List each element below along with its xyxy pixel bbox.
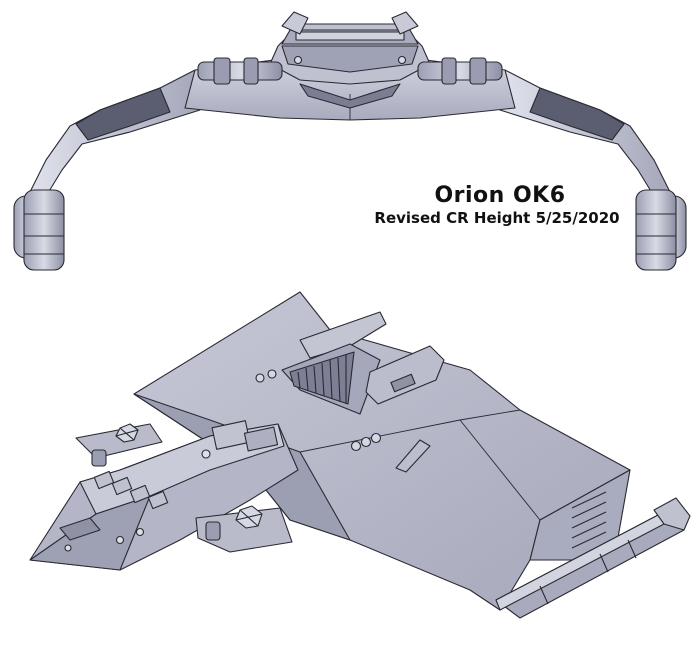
model-title: Orion OK6 [434, 183, 566, 208]
front-right-nacelle [635, 189, 687, 271]
forward-left-wing [75, 423, 163, 467]
model-revision-note: Revised CR Height 5/25/2020 [374, 209, 620, 227]
front-right-fin [391, 11, 419, 35]
forward-right-wing [195, 505, 293, 553]
front-view [13, 11, 687, 271]
front-right-thruster [417, 57, 503, 85]
front-left-fin [281, 11, 309, 35]
perspective-view [29, 291, 691, 619]
right-wing-dark-panel [529, 87, 625, 141]
left-wing-arm [27, 69, 201, 207]
right-pylon [529, 469, 631, 561]
left-wing-dark-panel [75, 87, 171, 141]
right-warp-nacelle [495, 497, 691, 619]
rear-deck [299, 311, 387, 359]
front-left-nacelle [13, 189, 65, 271]
front-left-thruster [197, 57, 283, 85]
aft-vent-block [281, 343, 445, 415]
front-underside-keel [299, 83, 401, 109]
